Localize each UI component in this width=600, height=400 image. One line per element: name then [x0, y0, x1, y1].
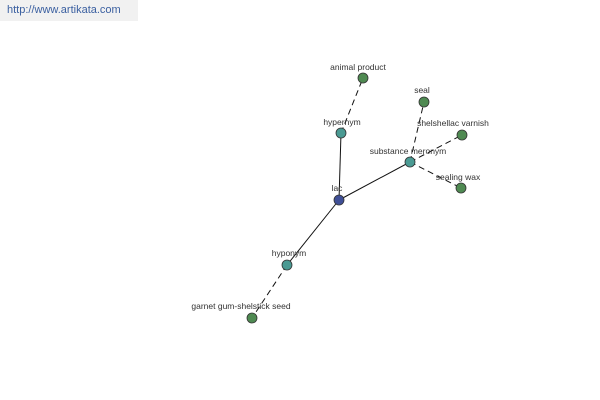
edge-lac-to-hyponym: [286, 199, 340, 266]
node-label-lac[interactable]: lac: [332, 183, 344, 193]
node-label-hypernym[interactable]: hypernym: [323, 117, 360, 127]
node-circle-seal[interactable]: [418, 96, 430, 108]
node-label-shelshellac-varnish[interactable]: shelshellac varnish: [417, 118, 489, 128]
node-circle-garnet-gum[interactable]: [246, 312, 258, 324]
edge-lac-to-substance-meronym: [338, 161, 411, 201]
edge-hyponym-to-garnet-gum: [251, 264, 288, 319]
graph-edges: [251, 77, 463, 319]
node-circle-hyponym[interactable]: [281, 259, 293, 271]
node-circle-hypernym[interactable]: [335, 127, 347, 139]
edge-substance-meronym-to-seal: [409, 101, 425, 163]
node-label-seal[interactable]: seal: [414, 85, 430, 95]
node-circle-lac[interactable]: [333, 194, 345, 206]
site-url-watermark[interactable]: http://www.artikata.com: [0, 0, 138, 21]
node-seal[interactable]: seal: [414, 85, 430, 108]
node-circle-sealing-wax[interactable]: [455, 182, 467, 194]
node-garnet-gum[interactable]: garnet gum-shelstick seed: [191, 301, 291, 324]
node-animal-product[interactable]: animal product: [330, 62, 387, 84]
node-circle-shelshellac-varnish[interactable]: [456, 129, 468, 141]
node-label-hyponym[interactable]: hyponym: [272, 248, 307, 258]
node-hyponym[interactable]: hyponym: [272, 248, 307, 271]
node-circle-animal-product[interactable]: [357, 72, 369, 84]
node-lac[interactable]: lac: [332, 183, 345, 206]
node-label-sealing-wax[interactable]: sealing wax: [436, 172, 481, 182]
node-hypernym[interactable]: hypernym: [323, 117, 361, 139]
edge-lac-to-hypernym: [338, 132, 342, 201]
node-sealing-wax[interactable]: sealing wax: [436, 172, 481, 194]
node-substance-meronym[interactable]: substance meronym: [370, 146, 447, 168]
node-circle-substance-meronym[interactable]: [404, 156, 416, 168]
node-label-substance-meronym[interactable]: substance meronym: [370, 146, 447, 156]
node-label-garnet-gum[interactable]: garnet gum-shelstick seed: [191, 301, 290, 311]
node-shelshellac-varnish[interactable]: shelshellac varnish: [417, 118, 489, 141]
graph-nodes: lac hypernym animal product substance meron…: [191, 62, 489, 324]
node-label-animal-product[interactable]: animal product: [330, 62, 386, 72]
